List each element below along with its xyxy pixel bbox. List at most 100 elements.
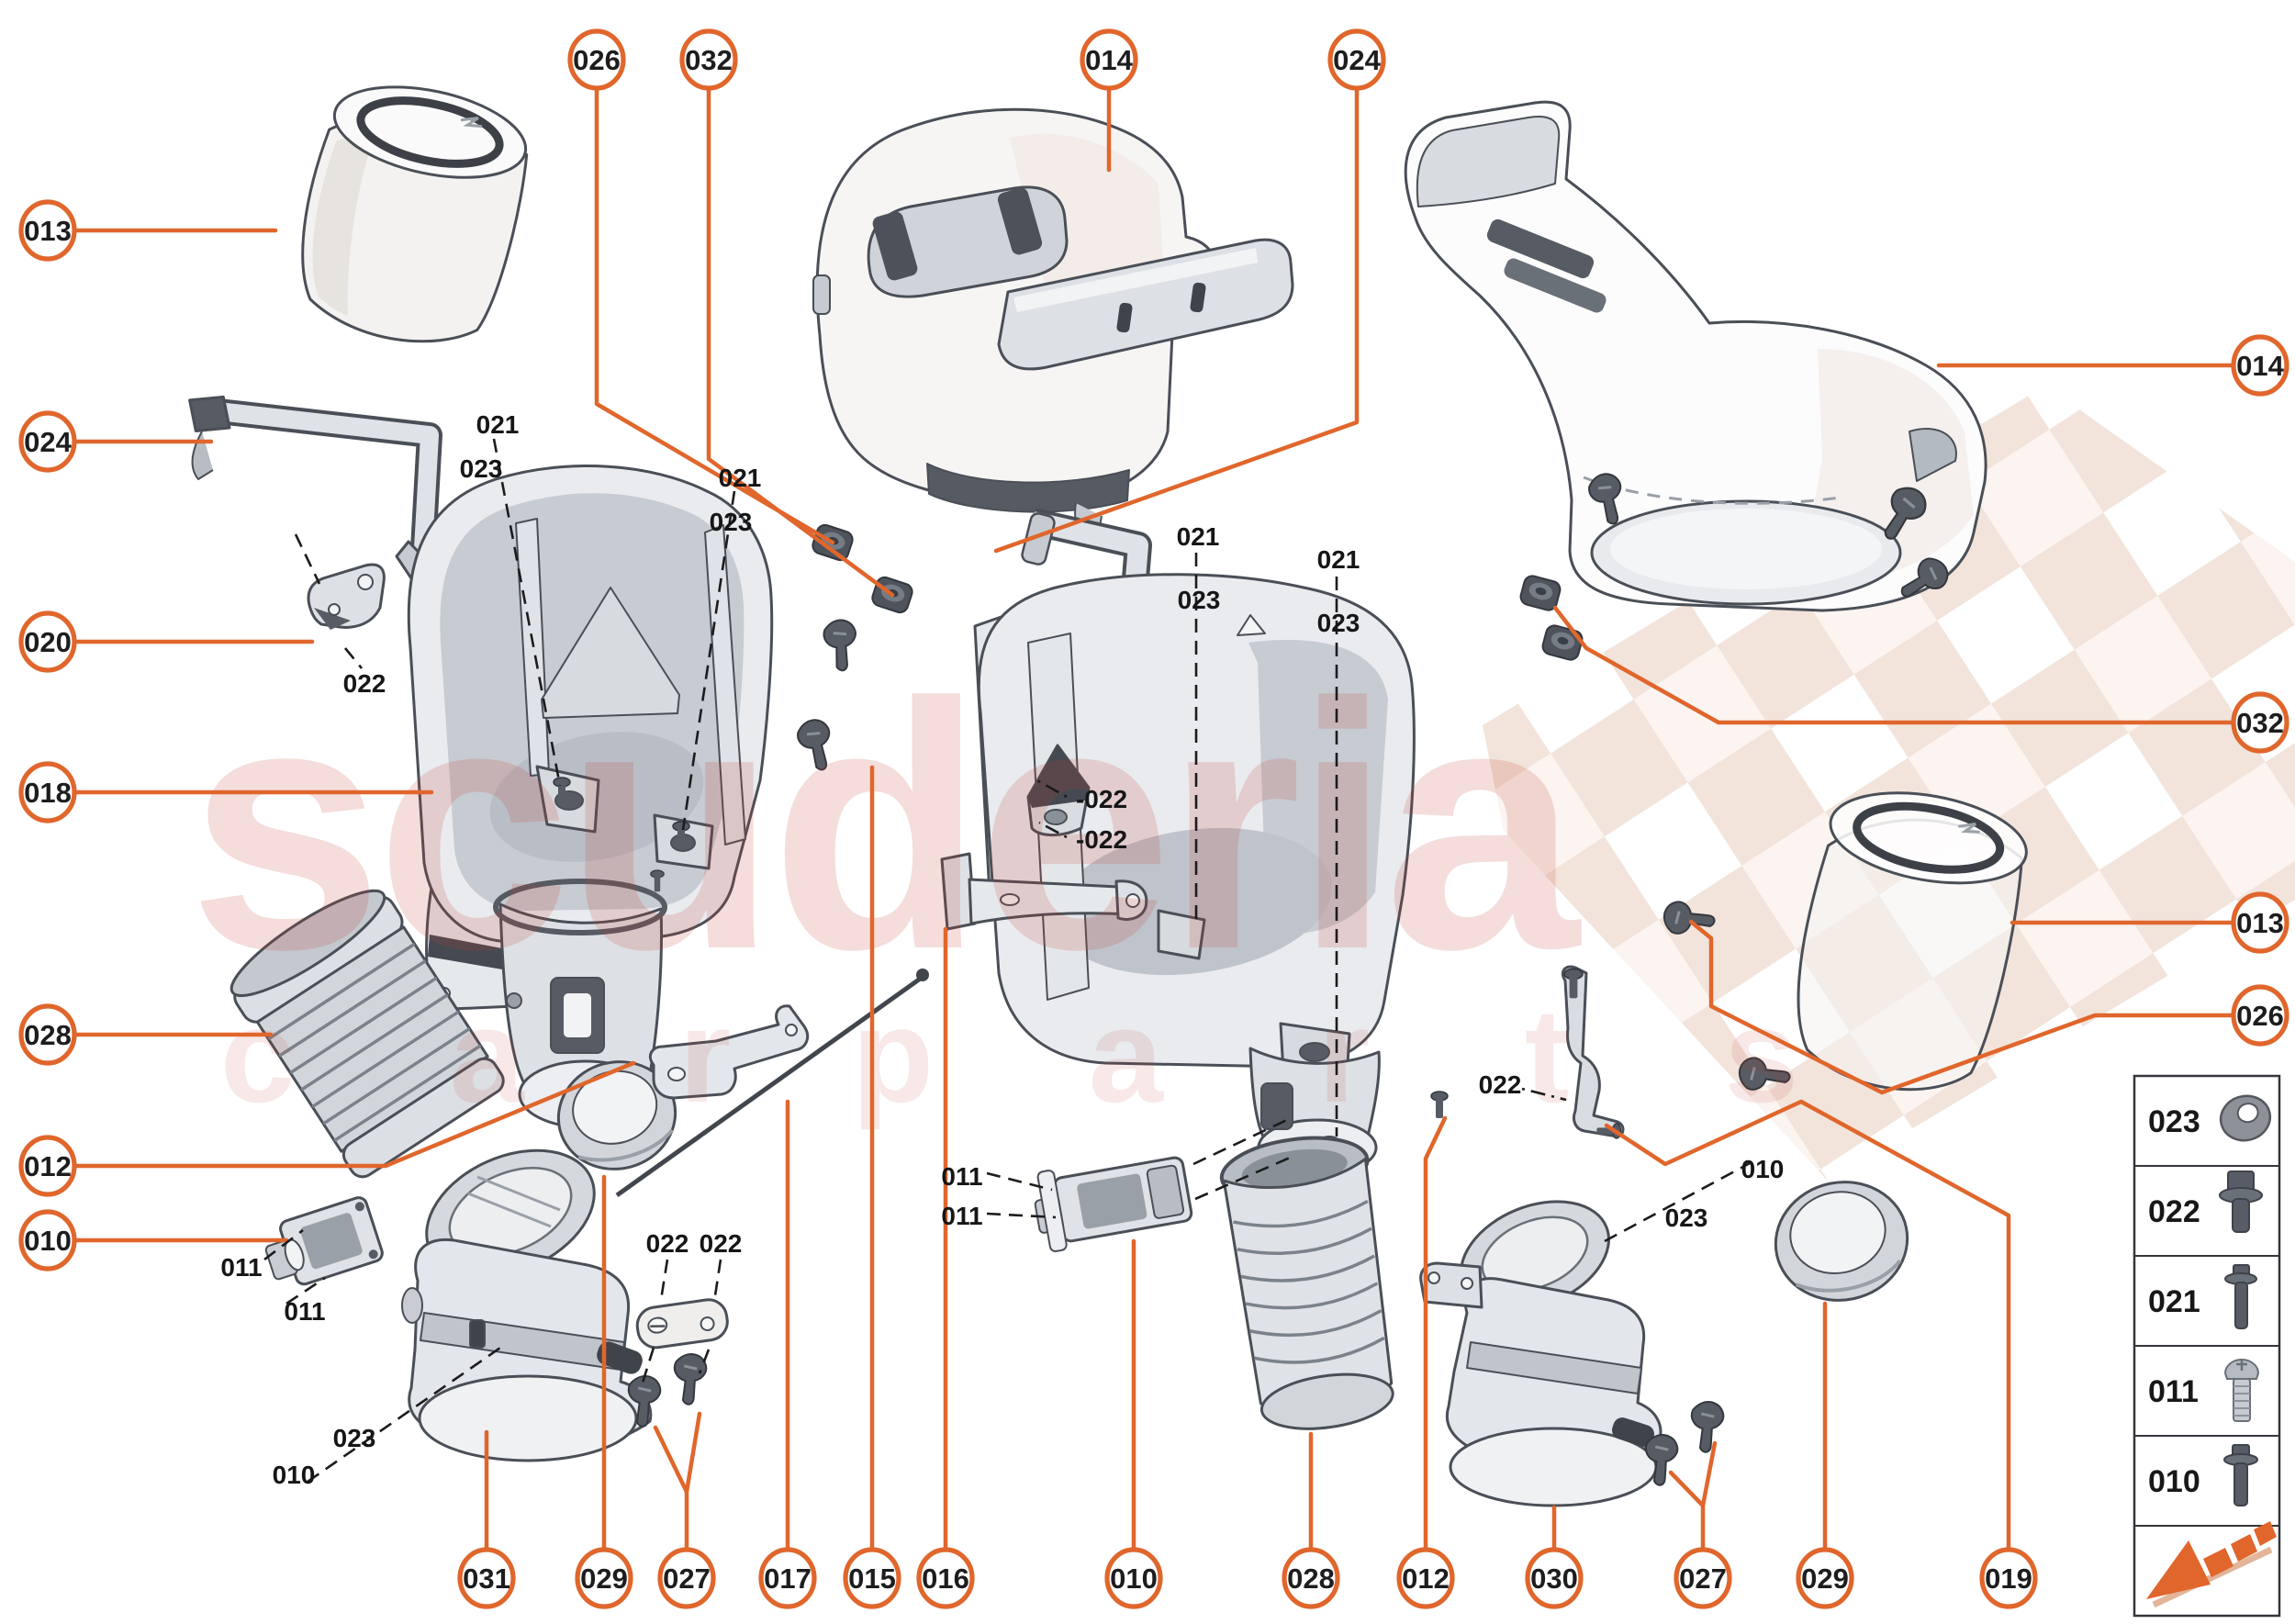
- dash-mafc-2: [986, 1212, 1057, 1219]
- legend-row-021: 021: [2148, 1264, 2257, 1329]
- callout-013-left[interactable]: 013: [18, 199, 77, 262]
- checkered-flag-watermark: [1483, 386, 2295, 1180]
- inline-label: 010: [273, 1461, 316, 1489]
- svg-text:015: 015: [848, 1562, 896, 1595]
- inline-label: 023: [333, 1424, 376, 1452]
- callout-024-left[interactable]: 024: [18, 410, 77, 473]
- inline-label: -022: [1076, 785, 1127, 813]
- inline-label: 023: [460, 454, 503, 483]
- svg-text:021: 021: [2148, 1284, 2200, 1319]
- callout-018-left[interactable]: 018: [18, 761, 77, 823]
- crank-bracket-019-drawing: [1561, 965, 1625, 1139]
- svg-text:013: 013: [24, 215, 72, 247]
- svg-text:013: 013: [2236, 907, 2284, 939]
- stud-bolt-icon: [2223, 1444, 2258, 1506]
- intake-duct-right-drawing: [1404, 100, 1987, 612]
- callout-030[interactable]: 030: [1525, 1547, 1584, 1609]
- inline-label: 011: [220, 1253, 262, 1282]
- inline-label: 023: [1665, 1204, 1708, 1232]
- callout-029-bl[interactable]: 029: [575, 1547, 633, 1609]
- inline-label: 022: [700, 1229, 743, 1258]
- pivot-bracket-drawing: [1026, 744, 1091, 836]
- dash-mafc-1: [986, 1171, 1053, 1192]
- inline-label: 022: [646, 1229, 689, 1258]
- flange-bolt-icon: [2219, 1170, 2263, 1233]
- hose-ring-right-drawing: [1774, 1181, 1909, 1302]
- spacer-plate-drawing: [635, 1298, 729, 1350]
- callout-028-left[interactable]: 028: [18, 1003, 77, 1066]
- svg-text:012: 012: [24, 1150, 72, 1182]
- callout-017[interactable]: 017: [758, 1547, 817, 1609]
- callout-029-br[interactable]: 029: [1796, 1547, 1854, 1609]
- dash-mafl-1: [263, 1228, 304, 1261]
- dash-020-a: [294, 533, 321, 585]
- svg-text:023: 023: [2148, 1104, 2200, 1139]
- legend-row-022: 022: [2148, 1170, 2263, 1233]
- callout-014-right[interactable]: 014: [2231, 334, 2289, 397]
- callout-028-bottom[interactable]: 028: [1282, 1547, 1340, 1609]
- callout-026[interactable]: 026: [567, 28, 626, 91]
- watermark-scuderia: scuderia: [188, 630, 1582, 1022]
- dash-box-left-2: [681, 490, 736, 831]
- inline-label: 021: [719, 464, 762, 492]
- bellows-hose-center-drawing: [1219, 1136, 1394, 1430]
- inline-label: 022: [343, 669, 386, 698]
- svg-text:012: 012: [1402, 1562, 1450, 1595]
- leader-027-bottom-right: [1668, 1440, 1718, 1552]
- dash-box-left-1: [492, 438, 562, 787]
- inline-label: 011: [941, 1202, 982, 1230]
- inline-label: 021: [1177, 522, 1220, 551]
- leader-012-left: [72, 1060, 636, 1169]
- svg-text:027: 027: [1679, 1562, 1727, 1595]
- inline-label: -022: [1076, 825, 1127, 854]
- callout-031[interactable]: 031: [457, 1547, 516, 1609]
- legend-row-023: 023: [2148, 1094, 2272, 1142]
- svg-text:010: 010: [2148, 1464, 2200, 1499]
- callout-020-left[interactable]: 020: [18, 610, 77, 673]
- inline-label: 022: [1479, 1070, 1522, 1099]
- leader-026-right: [1688, 919, 2236, 1095]
- callout-024-top[interactable]: 024: [1327, 28, 1386, 91]
- svg-text:028: 028: [1287, 1562, 1335, 1595]
- callout-016[interactable]: 016: [916, 1547, 975, 1609]
- washer-icon: [2219, 1094, 2272, 1142]
- airbox-lid-drawing: [812, 107, 1294, 540]
- svg-text:011: 011: [2148, 1374, 2199, 1409]
- callout-015[interactable]: 015: [843, 1547, 901, 1609]
- spring-clip-027l-2: [670, 1350, 715, 1407]
- dash-pivot-2: [1038, 821, 1068, 839]
- svg-text:014: 014: [1085, 44, 1133, 76]
- checkered-arrow-logo: [2146, 1521, 2277, 1608]
- callout-019[interactable]: 019: [1979, 1547, 2038, 1609]
- callout-012-bottom[interactable]: 012: [1396, 1547, 1455, 1609]
- inline-label: 011: [284, 1297, 325, 1326]
- watermark-car: c a r: [220, 980, 789, 1130]
- machine-screw-icon: [2223, 1359, 2260, 1422]
- svg-text:024: 024: [1333, 44, 1381, 76]
- callout-012-left[interactable]: 012: [18, 1135, 77, 1197]
- callout-010-bottom[interactable]: 010: [1104, 1547, 1163, 1609]
- spring-clip-027r-2: [1687, 1397, 1732, 1455]
- svg-text:024: 024: [24, 426, 72, 458]
- svg-text:026: 026: [573, 44, 621, 76]
- svg-text:029: 029: [580, 1562, 628, 1595]
- callout-013-right[interactable]: 013: [2231, 891, 2289, 954]
- support-bracket-017-drawing: [648, 1004, 810, 1100]
- inline-label: 023: [710, 508, 753, 536]
- callout-027-bl[interactable]: 027: [657, 1547, 716, 1609]
- maf-sensor-left-drawing: [264, 1196, 384, 1286]
- callout-014-top[interactable]: 014: [1080, 28, 1138, 91]
- callout-032-right[interactable]: 032: [2231, 691, 2289, 754]
- inline-label: 023: [1317, 609, 1360, 637]
- inline-label: 023: [1178, 586, 1221, 614]
- callout-027-br[interactable]: 027: [1674, 1547, 1732, 1609]
- long-flange-bolt-icon: [2224, 1264, 2257, 1329]
- callout-032[interactable]: 032: [679, 28, 738, 91]
- callout-026-right[interactable]: 026: [2231, 984, 2289, 1047]
- svg-text:016: 016: [922, 1562, 969, 1595]
- dash-rod-022: [1521, 1087, 1567, 1102]
- svg-text:010: 010: [1110, 1562, 1158, 1595]
- callout-010-left[interactable]: 010: [18, 1209, 77, 1271]
